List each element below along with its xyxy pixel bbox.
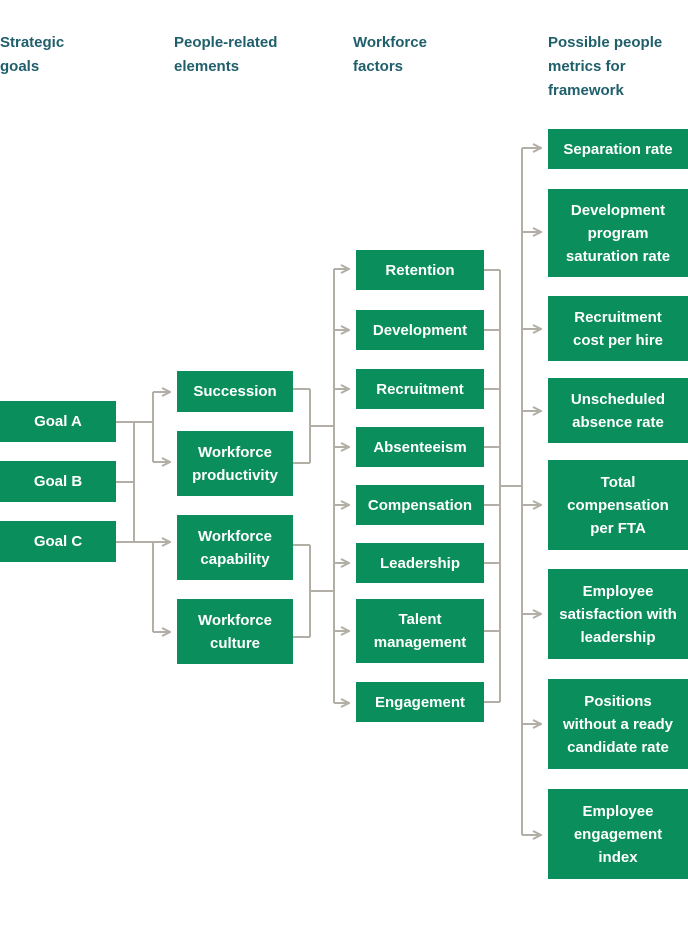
factor-engagement-box: Engagement	[356, 682, 484, 722]
metric-separation-rate-box: Separation rate	[548, 129, 688, 169]
metric-unscheduled-absence-box: Unscheduled absence rate	[548, 378, 688, 443]
metric-engagement-index-box: Employee engagement index	[548, 789, 688, 879]
metric-recruitment-cost-box: Recruitment cost per hire	[548, 296, 688, 361]
factor-talent-management-box: Talent management	[356, 599, 484, 663]
element-workforce-capability-box: Workforce capability	[177, 515, 293, 580]
factor-leadership-box: Leadership	[356, 543, 484, 583]
factor-absenteeism-box: Absenteeism	[356, 427, 484, 467]
metric-total-compensation-box: Total compensation per FTA	[548, 460, 688, 550]
metric-ready-candidate-box: Positions without a ready candidate rate	[548, 679, 688, 769]
metric-development-saturation-box: Development program saturation rate	[548, 189, 688, 277]
goal-a-box: Goal A	[0, 401, 116, 442]
element-succession-box: Succession	[177, 371, 293, 412]
header-workforce-factors: Workforce factors	[353, 34, 427, 75]
factor-retention-box: Retention	[356, 250, 484, 290]
factor-recruitment-box: Recruitment	[356, 369, 484, 409]
factor-development-box: Development	[356, 310, 484, 350]
goal-c-box: Goal C	[0, 521, 116, 562]
header-people-related-elements: People-related elements	[174, 34, 278, 75]
header-strategic-goals: Strategic goals	[0, 34, 65, 75]
factor-compensation-box: Compensation	[356, 485, 484, 525]
element-workforce-culture-box: Workforce culture	[177, 599, 293, 664]
element-workforce-productivity-box: Workforce productivity	[177, 431, 293, 496]
goal-b-box: Goal B	[0, 461, 116, 502]
metric-leadership-satisfaction-box: Employee satisfaction with leadership	[548, 569, 688, 659]
header-possible-people-metrics: Possible people metrics for framework	[548, 34, 663, 99]
